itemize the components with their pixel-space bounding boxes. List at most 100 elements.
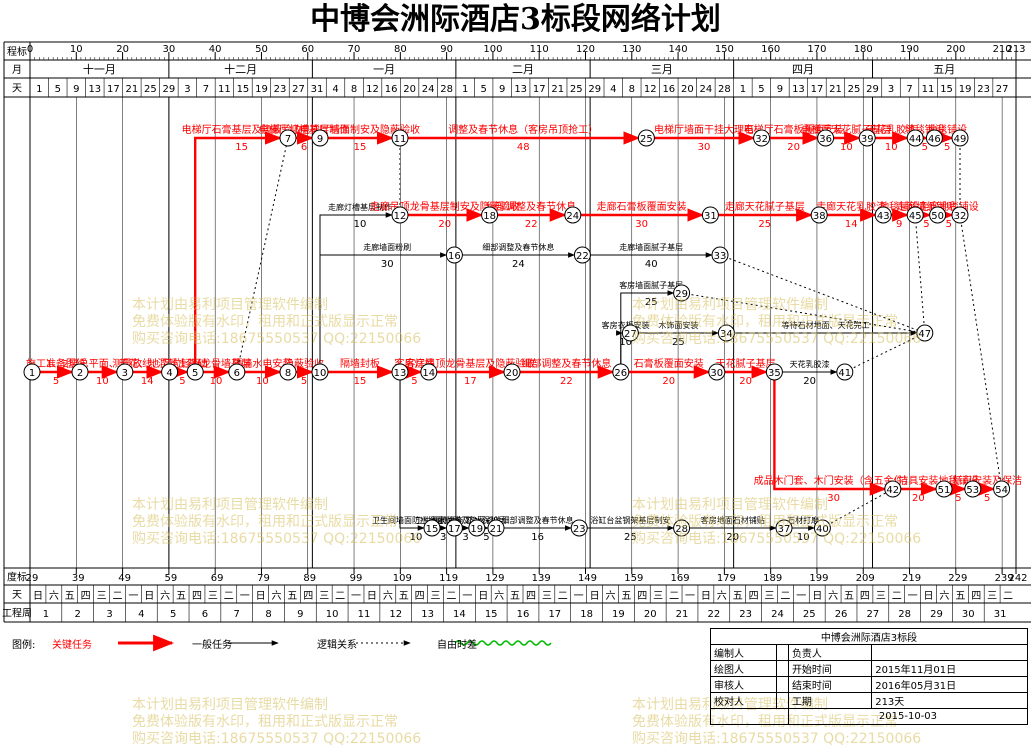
task-duration: 6 — [301, 142, 307, 153]
day-number: 29 — [866, 84, 879, 95]
week-number: 23 — [739, 609, 752, 620]
bottom-scale-label: 179 — [717, 573, 736, 584]
weekday-name: 三 — [876, 591, 886, 602]
scale-tick-label: 80 — [394, 44, 407, 55]
day-number: 19 — [959, 84, 972, 95]
event-node — [487, 519, 505, 537]
scale-tick-label: 70 — [348, 44, 361, 55]
week-number: 14 — [453, 609, 466, 620]
event-node-label: 10 — [314, 368, 327, 379]
day-number: 15 — [237, 84, 250, 95]
event-node-label: 37 — [778, 524, 791, 535]
task-duration: 20 — [726, 532, 739, 543]
day-number: 5 — [758, 84, 764, 95]
month-name: 二月 — [512, 63, 534, 76]
event-node — [810, 206, 828, 224]
task-label: 等待石材地面、天花完工 — [782, 320, 870, 330]
event-node — [925, 129, 943, 147]
legend-critical: 关键任务 — [52, 640, 92, 651]
info-duration-label: 工期 — [787, 692, 873, 709]
event-node-label: 49 — [954, 134, 967, 145]
event-node — [753, 129, 771, 147]
bottom-scale-label: 99 — [350, 573, 363, 584]
day-number: 24 — [422, 84, 435, 95]
task-label: 天花腻子基层 — [716, 357, 776, 370]
scale-tick-label: 170 — [807, 44, 826, 55]
event-node-label: 28 — [675, 524, 688, 535]
event-node-label: 14 — [422, 368, 435, 379]
event-node — [884, 480, 902, 498]
weekday-name: 六 — [605, 590, 615, 602]
event-node — [503, 363, 521, 381]
event-node — [311, 363, 329, 381]
float-link — [959, 214, 1004, 490]
event-node — [228, 363, 246, 381]
scale-tick-label: 200 — [946, 44, 965, 55]
bottom-scale-label: 39 — [72, 573, 85, 584]
week-number: 10 — [326, 609, 339, 620]
day-label: 天 — [12, 84, 22, 95]
task-arrow — [616, 330, 624, 364]
task-label: 细部调整及春节休息 — [486, 200, 576, 213]
task-duration: 5 — [179, 376, 185, 387]
weekday-name: 日 — [924, 591, 934, 602]
event-node — [391, 129, 409, 147]
day-number: 31 — [311, 84, 324, 95]
week-number: 21 — [676, 609, 689, 620]
weekday-name: 一 — [128, 591, 138, 602]
event-node — [964, 480, 982, 498]
event-node-label: 11 — [394, 134, 407, 145]
scale-tick-label: 213 — [1006, 44, 1025, 55]
task-label: 卫生间防水施工 — [415, 515, 471, 525]
float-link — [912, 214, 926, 334]
event-node-label: 17 — [448, 524, 461, 535]
scale-tick-label: 190 — [900, 44, 919, 55]
task-duration: 25 — [672, 337, 685, 348]
task-label: 木饰面安装 — [658, 320, 698, 330]
task-duration: 20 — [438, 219, 451, 230]
info-editor-label: 编制人 — [710, 644, 777, 661]
week-number: 29 — [930, 609, 943, 620]
bottom-scale-label: 129 — [485, 573, 504, 584]
scale-tick-label: 110 — [530, 44, 549, 55]
legend-label: 图例: — [12, 640, 36, 651]
day-number: 28 — [718, 84, 731, 95]
event-node — [951, 206, 969, 224]
scale-tick-label: 10 — [70, 44, 83, 55]
legend-normal: 一般任务 — [192, 640, 232, 651]
event-node-label: 42 — [886, 485, 899, 496]
info-reviewer-label: 审核人 — [710, 676, 777, 693]
weekday-name: 二 — [669, 591, 679, 602]
event-node — [765, 363, 783, 381]
task-duration: 5 — [53, 376, 59, 387]
weekday-name: 一 — [462, 591, 472, 602]
weekday-name: 六 — [160, 590, 170, 602]
day-number: 29 — [588, 84, 601, 95]
week-number: 9 — [297, 609, 303, 620]
task-label: 浴缸台盆钢架基层制安 — [590, 515, 670, 525]
week-number: 15 — [485, 609, 498, 620]
weekday-name: 日 — [590, 591, 600, 602]
weekday-name: 二 — [224, 591, 234, 602]
info-end: 2016年05月31日 — [871, 676, 1028, 693]
bottom-scale-label: 69 — [211, 573, 224, 584]
day-number: 7 — [203, 84, 209, 95]
task-label: 走廊墙面腻子基层 — [619, 242, 683, 252]
week-number: 17 — [548, 609, 561, 620]
week-number: 5 — [170, 609, 176, 620]
event-node-label: 7 — [285, 134, 291, 145]
weekday-name: 四 — [526, 591, 536, 602]
day-number: 8 — [629, 84, 635, 95]
event-node — [445, 519, 463, 537]
info-date: 2015-10-03 — [787, 708, 1029, 725]
day-number: 1 — [462, 84, 468, 95]
task-duration: 5 — [922, 142, 928, 153]
task-duration: 15 — [354, 376, 367, 387]
bottom-scale-label: 219 — [902, 573, 921, 584]
weekday-name: 三 — [431, 591, 441, 602]
task-label: 走廊天花乳胶漆 — [816, 200, 886, 213]
event-node — [564, 206, 582, 224]
task-duration: 24 — [512, 259, 525, 270]
task-duration: 20 — [912, 493, 925, 504]
